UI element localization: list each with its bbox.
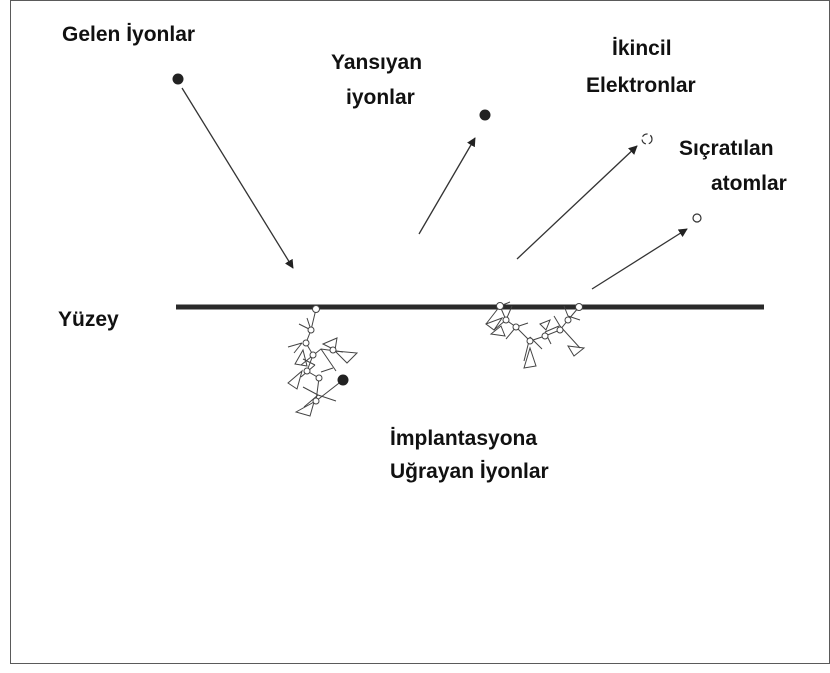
implanted-ion-cascade-right (486, 302, 584, 368)
reflected-ion-dot (480, 110, 491, 121)
label-secondary-electrons-line2: Elektronlar (586, 74, 696, 97)
implanted-ion-cascade-left (288, 306, 357, 417)
label-secondary-electrons-line1: İkincil (612, 37, 672, 60)
reflected-ion-arrow (419, 138, 475, 234)
implanted-ion-dot (338, 375, 349, 386)
incoming-ion-arrow (182, 88, 293, 268)
label-reflected-ions-line2: iyonlar (346, 86, 415, 109)
secondary-electron-dot (642, 134, 652, 144)
incoming-ion-dot (173, 74, 184, 85)
sputtered-atom-arrow (592, 229, 687, 289)
label-surface: Yüzey (58, 308, 119, 331)
label-reflected-ions-line1: Yansıyan (331, 51, 422, 74)
sputtered-atom-dot (693, 214, 701, 222)
label-implanted-ions-line2: Uğrayan İyonlar (390, 460, 549, 483)
label-incoming-ions: Gelen İyonlar (62, 23, 195, 46)
label-implanted-ions-line1: İmplantasyona (390, 427, 537, 450)
label-sputtered-atoms-line2: atomlar (711, 172, 787, 195)
label-sputtered-atoms-line1: Sıçratılan (679, 137, 774, 160)
secondary-electron-arrow (517, 146, 637, 259)
